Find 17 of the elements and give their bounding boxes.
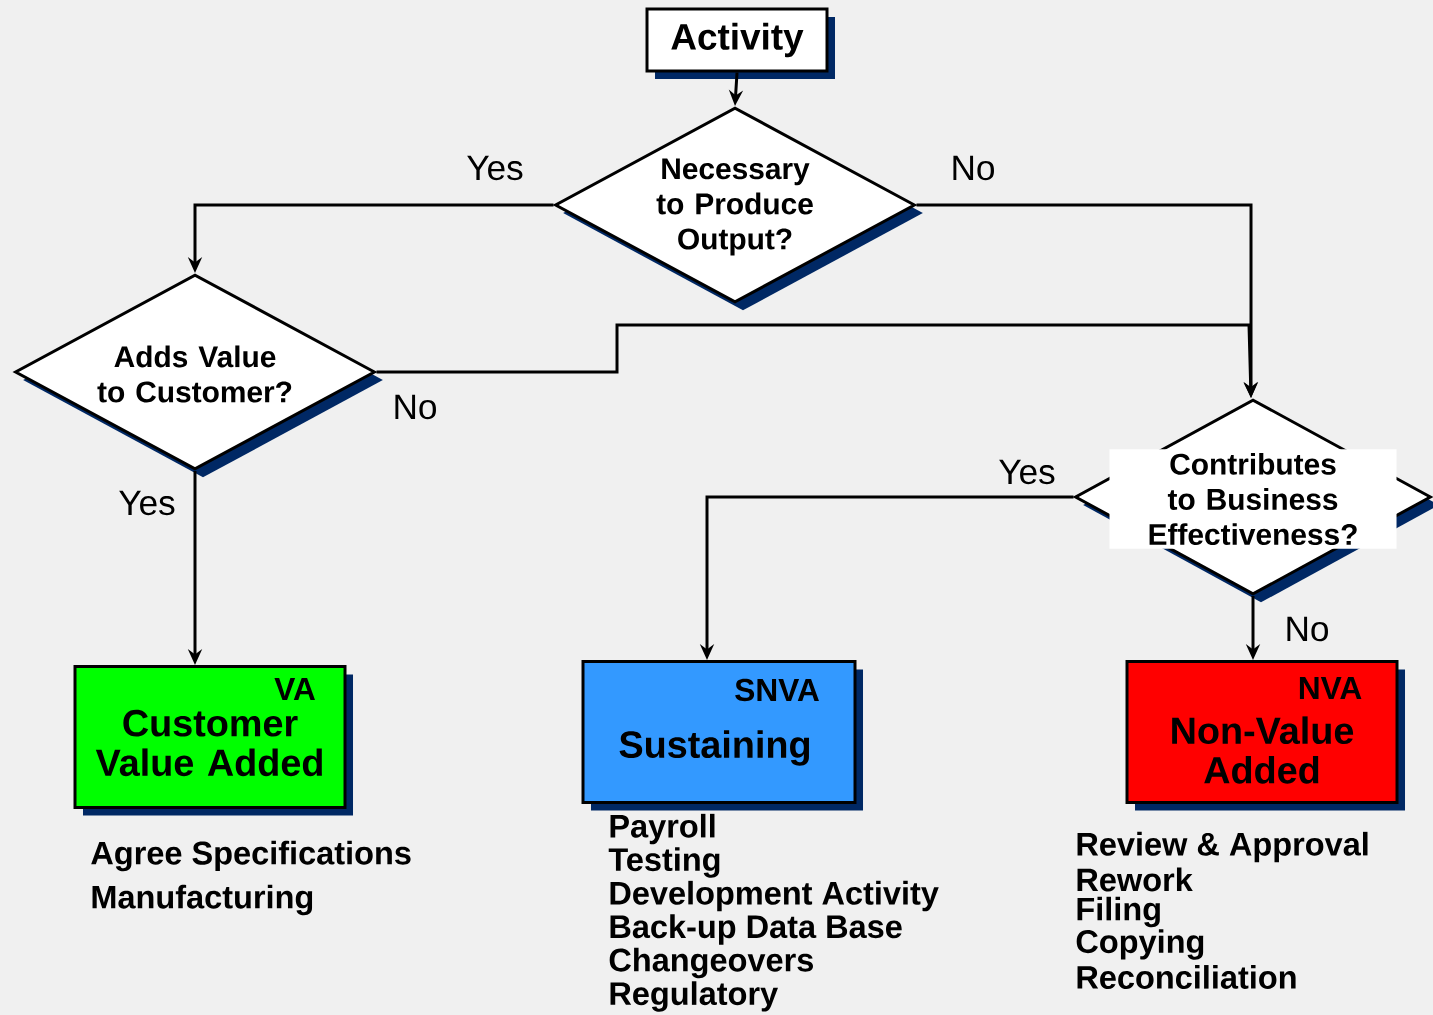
list-item: Testing (608, 847, 720, 878)
list-item: Changeovers (609, 947, 813, 979)
list-item: Regulatory (610, 981, 778, 1012)
category-box: NVA Non-Value Added (1125, 660, 1405, 811)
list-item: Agree Specifications (91, 840, 411, 872)
category-box: SNVA Sustaining (581, 660, 863, 811)
category-box: VA Customer Value Added (73, 665, 353, 816)
list-item: Rework (1077, 867, 1193, 892)
list-item: Filing (1077, 896, 1160, 928)
list-item: Payroll (610, 813, 715, 845)
list-item: Copying (1076, 929, 1204, 960)
list-item: Review & Approval (1077, 831, 1368, 863)
list-item: Manufacturing (92, 884, 313, 916)
list-item: Reconciliation (1077, 965, 1296, 989)
process-box: Activity (645, 7, 835, 79)
list-item: Back-up Data Base (610, 914, 902, 945)
list-item: Development Activity (610, 880, 939, 912)
